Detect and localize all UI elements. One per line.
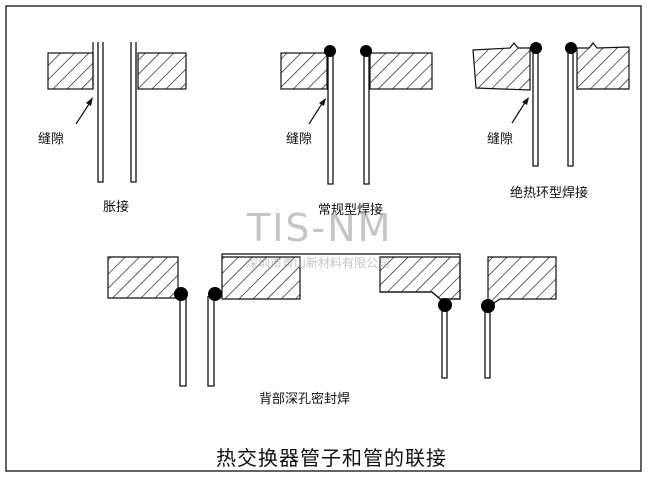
panel-conventional-weld xyxy=(280,45,433,185)
gap-arrow-head xyxy=(86,97,93,106)
panel-insulated-ring-weld xyxy=(472,42,630,167)
outer-frame xyxy=(5,5,642,472)
label-gap-2: 缝隙 xyxy=(286,132,313,147)
watermark-company: 深圳市青山新材料有限公司 xyxy=(246,256,391,270)
panel-expansion xyxy=(47,42,187,183)
tube-wall-right xyxy=(130,42,137,183)
label-back-deep-hole-seal-weld: 背部深孔密封焊 xyxy=(259,392,351,407)
tube-wall xyxy=(207,296,215,387)
weld-bead xyxy=(481,299,495,313)
gap-arrow xyxy=(75,100,92,125)
tube-sheet-left xyxy=(280,52,328,90)
gap-arrow xyxy=(511,100,527,124)
watermark-brand: TIS-NM xyxy=(247,206,393,250)
weld-bead xyxy=(565,42,577,54)
weld-bead xyxy=(324,45,336,57)
tube-sheet-mid-right xyxy=(379,256,461,300)
tube-sheet-right xyxy=(369,52,433,90)
tube-wall-right xyxy=(567,48,574,167)
label-insulated-ring-weld: 绝热环型焊接 xyxy=(510,186,589,201)
tube-wall xyxy=(179,296,187,387)
tube-sheet-left xyxy=(472,42,531,91)
tube-sheet-middle xyxy=(221,256,301,300)
tube-wall-left xyxy=(327,52,334,185)
label-gap-3: 缝隙 xyxy=(487,132,514,147)
panel-back-seal-weld xyxy=(107,253,557,387)
weld-bead xyxy=(438,298,452,312)
tube-wall xyxy=(441,305,448,379)
gap-arrow xyxy=(308,101,324,125)
label-conventional-weld: 常规型焊接 xyxy=(318,203,384,218)
tube-wall-left xyxy=(532,48,539,167)
tube-wall-left xyxy=(97,42,104,183)
figure-title: 热交换器管子和管的联接 xyxy=(216,446,447,470)
weld-bead xyxy=(208,287,222,301)
tube-sheet-right xyxy=(137,52,187,90)
tube-wall xyxy=(484,305,491,379)
gap-arrow-head xyxy=(319,98,326,106)
weld-bead xyxy=(530,42,542,54)
weld-bead xyxy=(174,287,188,301)
label-gap-1: 缝隙 xyxy=(38,132,65,147)
gap-arrow-head xyxy=(522,97,529,105)
label-expansion: 胀接 xyxy=(103,200,130,215)
tube-wall-right xyxy=(363,52,370,185)
tube-sheet-right xyxy=(576,42,630,90)
tube-sheet-left xyxy=(47,52,94,90)
tube-sheet-left xyxy=(107,256,179,299)
tube-sheet-right xyxy=(487,256,557,309)
weld-bead xyxy=(360,45,372,57)
